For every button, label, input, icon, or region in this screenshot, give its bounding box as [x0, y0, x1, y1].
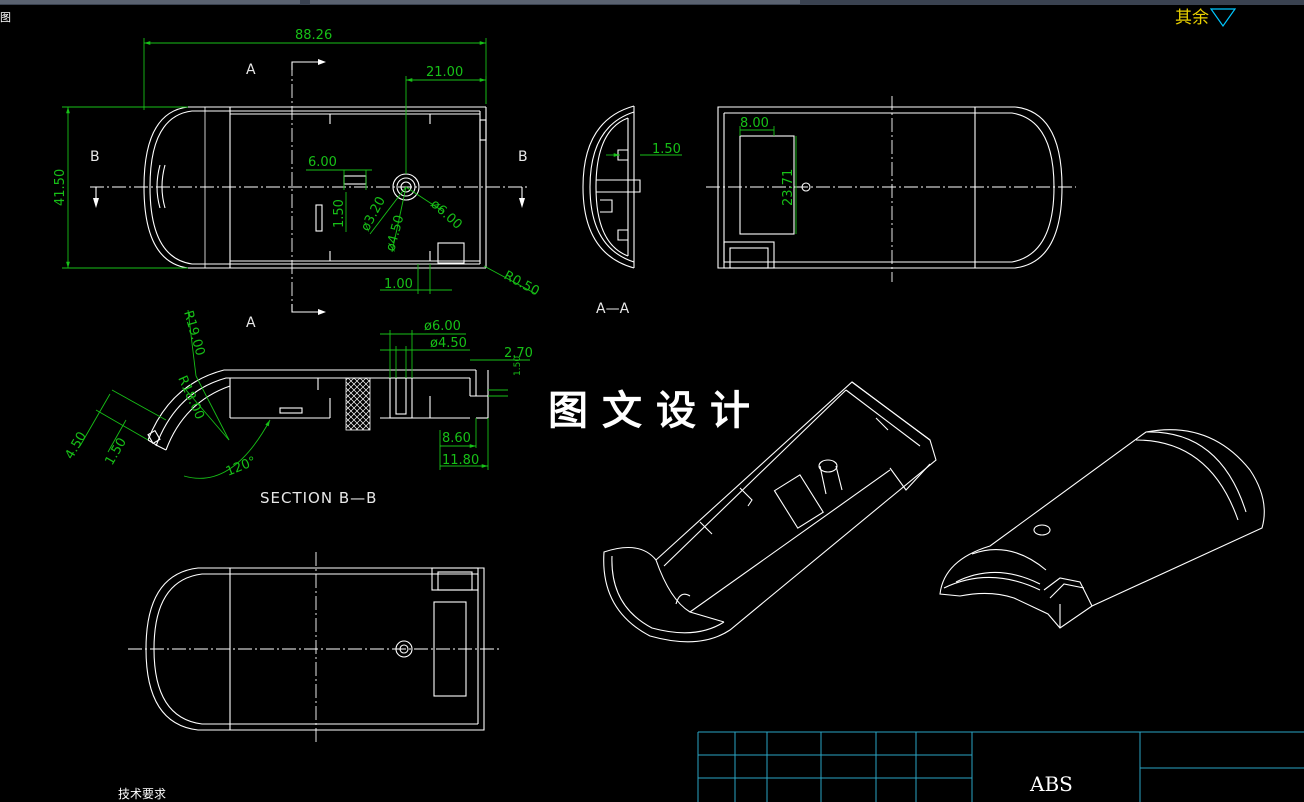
tab-strip-left: [0, 0, 300, 4]
cut-label-b-right: B: [518, 149, 528, 165]
title-fragment: 图: [0, 11, 11, 24]
dim-rib-6: 6.00: [308, 155, 337, 170]
section-bb-label: SECTION B—B: [260, 489, 377, 507]
watermark-text: 图文设计: [548, 387, 764, 434]
iso-view-closed: [939, 429, 1265, 629]
bottom-left-note: 技术要求: [118, 787, 166, 801]
dim-bb-270: 2.70: [504, 346, 533, 361]
roughness-triangle-icon: [1209, 8, 1237, 28]
dim-bb-150: 1.50: [102, 435, 129, 468]
title-block: ABS: [697, 731, 1304, 802]
dim-bb-860: 8.60: [442, 431, 471, 446]
dim-dia-450: ø4.50: [383, 214, 407, 254]
dim-side-height: 23.71: [781, 169, 796, 206]
side-view: 8.00 23.71: [706, 96, 1076, 282]
dim-overall-length: 88.26: [295, 28, 332, 43]
dim-gap-150: 1.50: [332, 199, 347, 228]
dim-gap-100: 1.00: [384, 277, 413, 292]
dim-radius-1800: R18.00: [174, 374, 207, 422]
dim-aa-150: 1.50: [652, 142, 681, 157]
dim-bb-450: 4.50: [62, 429, 89, 462]
iso-view-open: [603, 381, 937, 643]
cut-label-a-top: A: [246, 62, 256, 78]
dim-side-width: 8.00: [740, 116, 769, 131]
dim-bb-dia-600: ø6.00: [424, 319, 461, 334]
bottom-view: [128, 552, 500, 742]
dim-bb-dia-450: ø4.50: [430, 336, 467, 351]
dim-height: 41.50: [53, 169, 68, 206]
dim-offset-right: 21.00: [426, 65, 463, 80]
material-label: ABS: [1029, 772, 1073, 796]
section-aa-label: A—A: [596, 301, 630, 317]
dim-bb-150r: 1.50: [513, 356, 523, 376]
dim-dia-600: ø6.00: [427, 197, 464, 233]
cut-label-b-left: B: [90, 149, 100, 165]
dim-radius-050: R0.50: [501, 268, 542, 299]
dim-bb-1180: 11.80: [442, 453, 479, 468]
section-bb-view: R19.00 R18.00 120° 4.50 1.50 ø6.00 ø4.50…: [62, 309, 532, 507]
tab-strip-middle: [310, 0, 800, 4]
roughness-label: 其余: [1175, 8, 1209, 28]
top-view: A A B B 88.26 41.50 21.00 6.00 1.50 ø3.2…: [53, 28, 542, 331]
dim-angle-120: 120°: [224, 454, 259, 480]
dim-dia-320: ø3.20: [358, 194, 389, 234]
section-aa-view: 1.50 A—A: [582, 105, 682, 317]
cut-label-a-bottom: A: [246, 315, 256, 331]
window-top-bar: [0, 0, 1304, 5]
dim-radius-1900: R19.00: [180, 309, 207, 358]
